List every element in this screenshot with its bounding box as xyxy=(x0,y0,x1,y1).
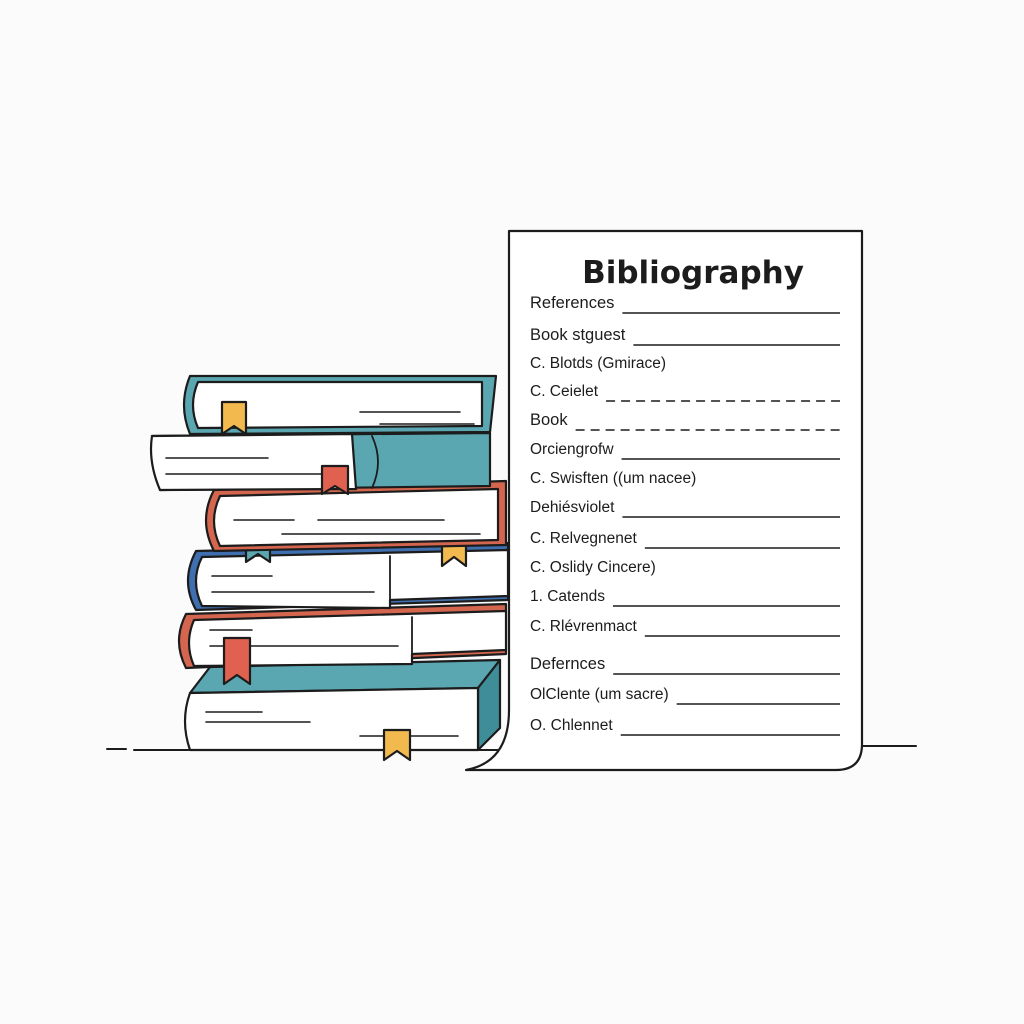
bibliography-entry: References xyxy=(530,294,614,312)
book-5 xyxy=(177,602,508,686)
bibliography-entry: C. Blotds (Gmirace) xyxy=(530,355,666,372)
book-6 xyxy=(183,658,502,762)
book-2 xyxy=(149,431,492,496)
bibliography-entry: Defernces xyxy=(530,655,605,673)
bibliography-entry: C. Ceielet xyxy=(530,383,599,400)
bibliography-entry: C. Oslidy Cincere) xyxy=(530,559,656,576)
book-stack-icon xyxy=(149,374,510,762)
document-title: Bibliography xyxy=(582,255,804,291)
book-3 xyxy=(204,479,508,553)
bibliography-entry: C. Relvegnenet xyxy=(530,530,638,547)
bibliography-entry: Orciengrofw xyxy=(530,441,614,458)
bibliography-entry: 1. Catends xyxy=(530,588,605,605)
bibliography-entry: O. Chlennet xyxy=(530,717,613,734)
bibliography-entry: Book stguest xyxy=(530,326,626,344)
bibliography-entry: C. Swisften ((um nacee) xyxy=(530,470,696,487)
bibliography-entry: OlClente (um sacre) xyxy=(530,686,669,703)
book-1 xyxy=(182,374,498,436)
bibliography-entry: Book xyxy=(530,411,568,429)
bibliography-entry: Dehiésviolet xyxy=(530,499,615,516)
bibliography-entry: C. Rlévrenmact xyxy=(530,618,637,635)
book-4 xyxy=(186,526,510,612)
